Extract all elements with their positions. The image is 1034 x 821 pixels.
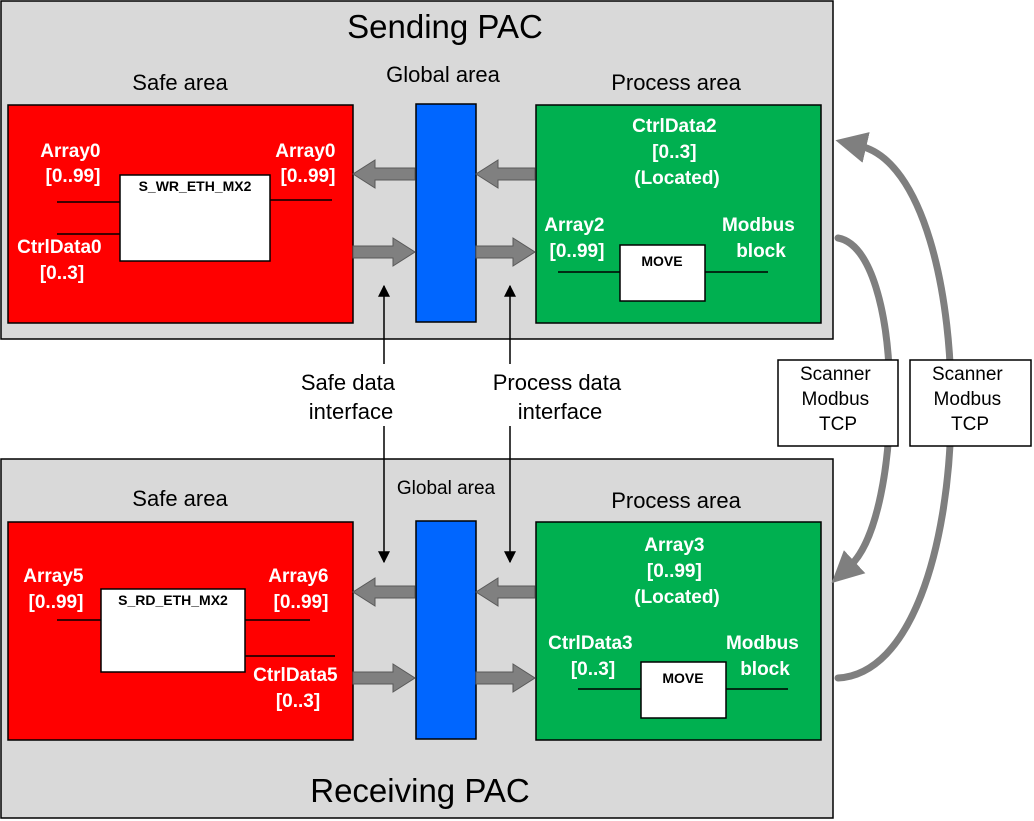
receiving-process-modbus-label: Modbus block (726, 633, 804, 680)
receiving-move-block-label: MOVE (662, 670, 703, 686)
safe-data-interface-label: Safe data interface (301, 370, 401, 424)
s-rd-eth-mx2-block (100, 588, 246, 673)
sending-process-modbus-label: Modbus block (722, 215, 800, 262)
receiving-arrow-global-to-process (475, 663, 536, 693)
safe-data-interface: Safe data interface (301, 284, 401, 564)
sending-safe-ctrl-var: CtrlData0 [0..3] (17, 237, 107, 284)
sending-arrow-global-to-safe (352, 159, 416, 189)
sending-pac-title: Sending PAC (347, 8, 543, 45)
sending-safe-area-label: Safe area (132, 70, 228, 95)
modbus-scanner-links: Scanner Modbus TCP Scanner Modbus TCP (777, 132, 1032, 682)
scanner-box-right-label: Scanner Modbus TCP (932, 364, 1008, 435)
sending-move-block-label: MOVE (641, 253, 682, 269)
receiving-move-block (640, 661, 727, 719)
sending-global-area (415, 103, 477, 323)
sending-arrow-global-to-process (475, 237, 536, 267)
receiving-process-area-label: Process area (611, 488, 741, 513)
scanner-box-left-label: Scanner Modbus TCP (800, 364, 876, 435)
receiving-pac: Receiving PAC Safe area Global area Proc… (0, 458, 834, 819)
receiving-safe-input-var: Array5 [0..99] (23, 566, 89, 613)
sending-move-block (619, 244, 706, 302)
sending-process-located-var: CtrlData2 [0..3] (Located) (632, 116, 722, 189)
sending-global-area-label: Global area (386, 62, 501, 87)
receiving-process-located-var: Array3 [0..99] (Located) (634, 535, 720, 608)
receiving-global-area-label: Global area (397, 478, 496, 499)
receiving-pac-title: Receiving PAC (310, 772, 529, 809)
receiving-arrow-safe-to-global (352, 663, 416, 693)
receiving-safe-ctrl-var: CtrlData5 [0..3] (253, 665, 343, 712)
process-data-interface-label: Process data interface (493, 370, 628, 424)
receiving-safe-area-label: Safe area (132, 486, 228, 511)
sending-process-area-label: Process area (611, 70, 741, 95)
receiving-safe-output-var: Array6 [0..99] (268, 566, 334, 613)
s-wr-eth-mx2-block (119, 174, 271, 262)
scanner-box-right (909, 359, 1032, 447)
receiving-process-ctrl-var: CtrlData3 [0..3] (548, 633, 638, 680)
sending-safe-output-var: Array0 [0..99] (275, 141, 341, 187)
receiving-global-area (415, 520, 477, 740)
sending-arrow-safe-to-global (352, 237, 416, 267)
receiving-arrow-global-to-safe (352, 577, 416, 607)
s-wr-eth-mx2-block-label: S_WR_ETH_MX2 (139, 178, 252, 194)
s-rd-eth-mx2-block-label: S_RD_ETH_MX2 (118, 592, 228, 608)
process-data-interface: Process data interface (493, 284, 628, 564)
sending-pac: Sending PAC Safe area Global area Proces… (0, 0, 834, 340)
sending-arrow-process-to-global (475, 159, 536, 189)
sending-process-array-var: Array2 [0..99] (544, 215, 610, 262)
scanner-box-left (777, 359, 899, 447)
receiving-arrow-process-to-global (475, 577, 536, 607)
sending-safe-input-var: Array0 [0..99] (40, 141, 106, 187)
